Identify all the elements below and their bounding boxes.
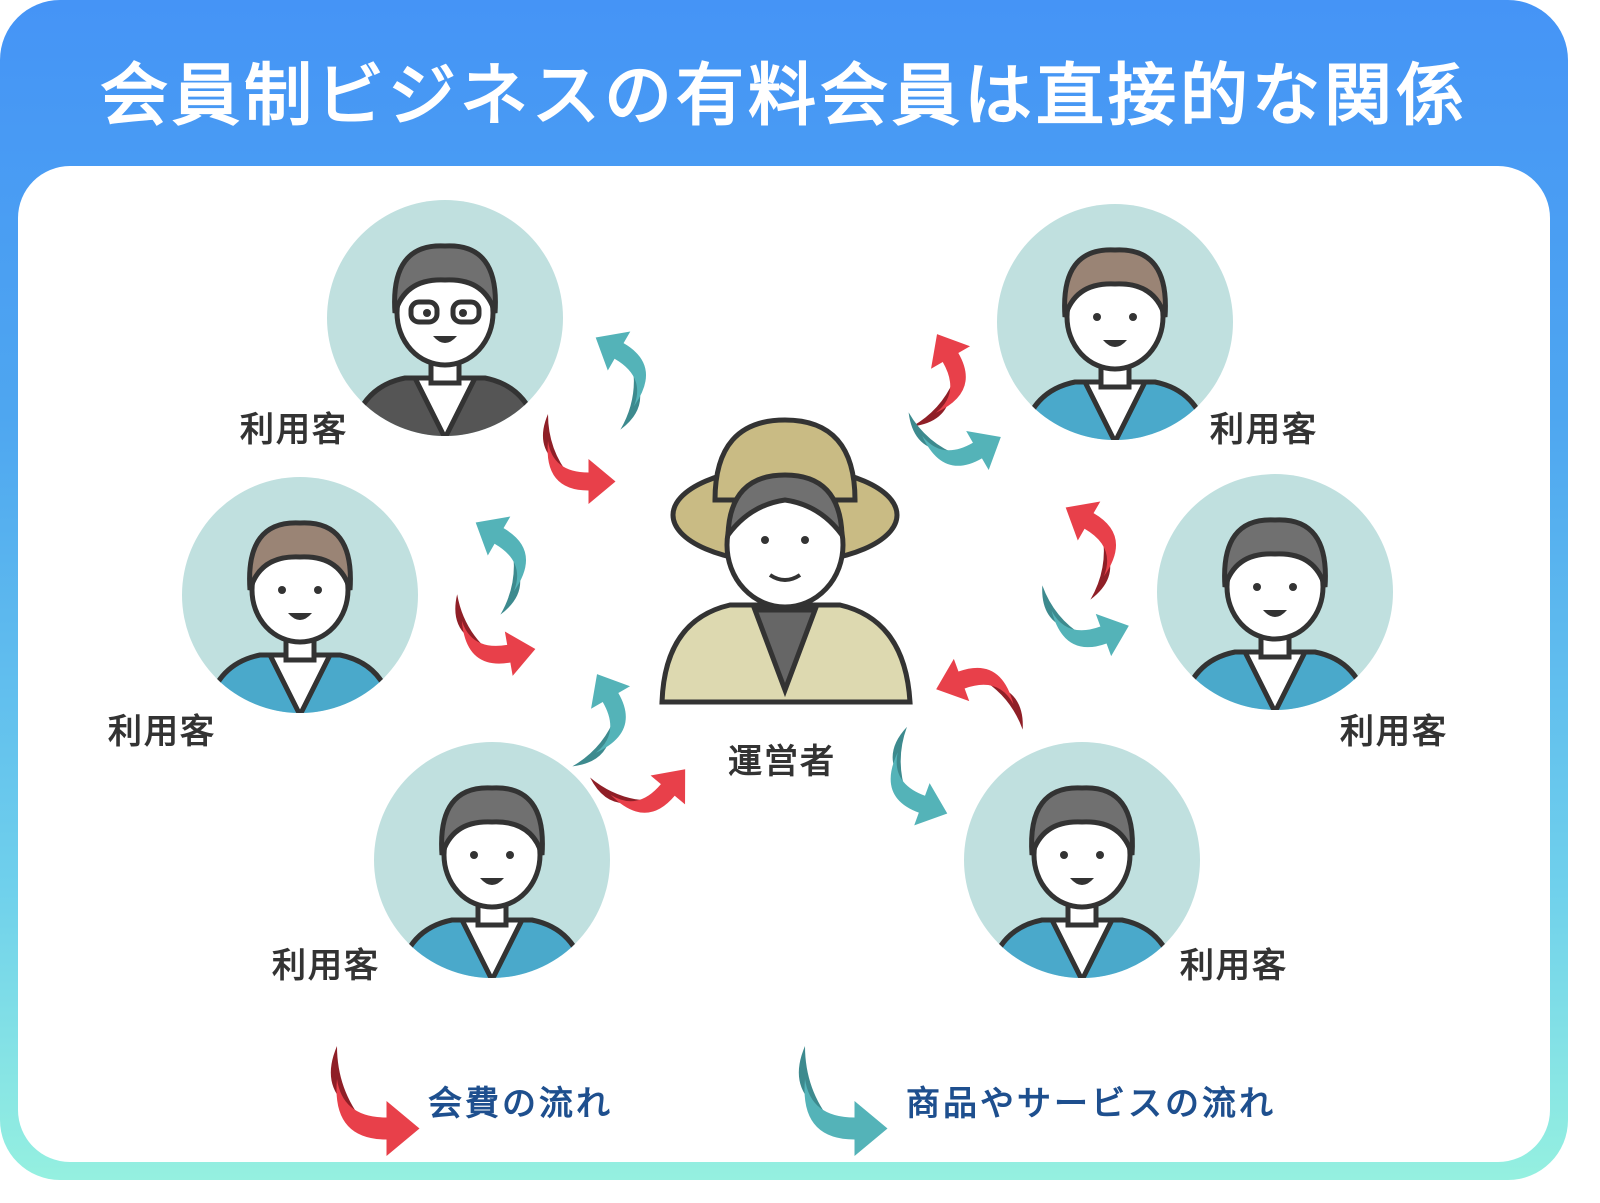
customer-label: 利用客 [108,712,216,752]
service-arrow [595,331,646,430]
person-customer-man-fist [964,742,1200,978]
legend-service-arrow-icon [798,1046,888,1156]
customer-label: 利用客 [1340,712,1448,752]
service-arrow [890,726,948,826]
person-customer-man-suit [1157,474,1393,710]
service-arrow [908,412,1001,471]
person-customer-glasses [327,200,563,436]
fee-arrow [936,658,1023,730]
legend-fee-arrow-icon [330,1046,420,1156]
customer-label: 利用客 [272,946,380,986]
person-customer-woman-smile [182,477,418,713]
page-title: 会員制ビジネスの有料会員は直接的な関係 [99,57,1468,136]
service-arrow [1042,585,1129,657]
customer-label: 利用客 [1210,410,1318,450]
operator-label: 運営者 [728,742,836,782]
person-operator [659,417,913,705]
service-arrow [475,516,526,615]
service-arrow [572,674,631,767]
customer-label: 利用客 [240,410,348,450]
legend-service-label: 商品やサービスの流れ [906,1084,1276,1124]
customer-label: 利用客 [1180,946,1288,986]
fee-arrow [912,334,971,427]
person-customer-woman-ok [997,204,1233,440]
fee-arrow [542,414,616,504]
fee-arrow [590,769,686,813]
fee-arrow [455,594,536,676]
person-customer-woman-surprised [374,742,610,978]
fee-arrow [1065,501,1116,600]
legend-fee-label: 会費の流れ [428,1084,613,1124]
